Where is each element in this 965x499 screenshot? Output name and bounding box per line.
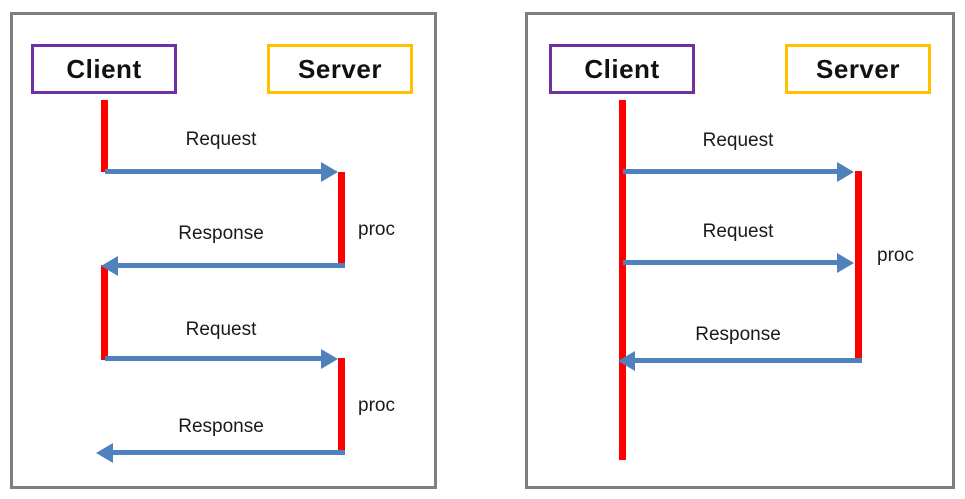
server-activation-bar bbox=[338, 358, 345, 452]
proc-label: proc bbox=[358, 219, 395, 240]
client-label: Client bbox=[584, 53, 660, 84]
message-label: Request bbox=[702, 130, 774, 151]
message-label: Request bbox=[702, 221, 774, 242]
client-activation-bar bbox=[101, 100, 108, 172]
client-actor-box: Client bbox=[549, 44, 695, 94]
request-arrow bbox=[105, 348, 338, 369]
response-arrow bbox=[96, 442, 345, 463]
message-label: Response bbox=[695, 324, 781, 345]
request-arrow bbox=[623, 252, 854, 273]
server-actor-box: Server bbox=[785, 44, 931, 94]
request-arrow bbox=[623, 161, 854, 182]
server-activation-bar bbox=[855, 171, 862, 362]
response-arrow bbox=[618, 350, 862, 371]
panel-sequential: Client Server Request proc Response Requ… bbox=[10, 12, 437, 489]
server-actor-box: Server bbox=[267, 44, 413, 94]
client-actor-box: Client bbox=[31, 44, 177, 94]
server-label: Server bbox=[298, 53, 382, 84]
client-label: Client bbox=[66, 53, 142, 84]
panel-pipelined: Client Server Request Request proc Respo… bbox=[525, 12, 955, 489]
server-activation-bar bbox=[338, 172, 345, 265]
response-arrow bbox=[101, 255, 345, 276]
message-label: Response bbox=[178, 416, 264, 437]
message-label: Request bbox=[185, 129, 257, 150]
server-label: Server bbox=[816, 53, 900, 84]
proc-label: proc bbox=[877, 245, 914, 266]
client-activation-bar bbox=[101, 265, 108, 360]
request-arrow bbox=[105, 161, 338, 182]
proc-label: proc bbox=[358, 395, 395, 416]
client-activation-bar bbox=[619, 100, 626, 460]
message-label: Request bbox=[185, 319, 257, 340]
message-label: Response bbox=[178, 223, 264, 244]
